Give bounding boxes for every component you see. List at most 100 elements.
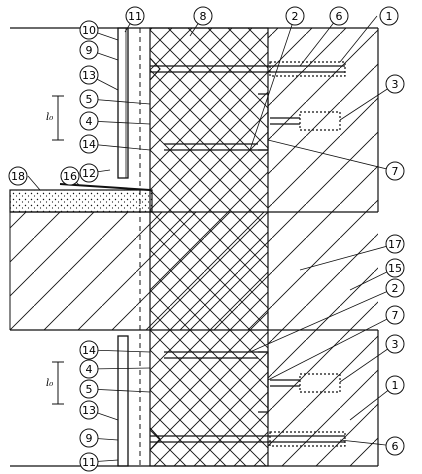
callout-number: 7 (392, 309, 399, 322)
callout-circle (79, 428, 99, 448)
callout-number: 3 (392, 338, 399, 351)
callout-number: 13 (82, 404, 96, 417)
cladding-lower (117, 335, 129, 467)
callout-number: 7 (392, 165, 399, 178)
callout-number: 14 (82, 138, 96, 151)
callout-c8: 8 (193, 6, 213, 26)
callout-circle (79, 111, 99, 131)
callout-circle (79, 163, 99, 183)
callout-c11a: 11 (125, 6, 145, 26)
concrete-wall-upper (268, 28, 379, 212)
callout-c18: 18 (8, 166, 28, 186)
callout-number: 3 (392, 78, 399, 91)
callout-circle (385, 278, 405, 298)
callout-number: 14 (82, 344, 96, 357)
callout-number: 1 (386, 10, 393, 23)
callout-c17: 17 (385, 234, 405, 254)
callout-c2b: 2 (385, 278, 405, 298)
callout-c9b: 9 (79, 428, 99, 448)
callout-c14a: 14 (79, 134, 99, 154)
callout-circle (379, 6, 399, 26)
callout-c1b: 1 (385, 375, 405, 395)
callout-circle (79, 400, 99, 420)
callout-number: 10 (82, 24, 96, 37)
callout-circle (385, 161, 405, 181)
callout-c13b: 13 (79, 400, 99, 420)
callout-c16: 16 (60, 166, 80, 186)
callout-number: 2 (292, 10, 299, 23)
callout-circle (329, 6, 349, 26)
callout-c4a: 4 (79, 111, 99, 131)
insulation-layer (149, 27, 269, 467)
callout-c5a: 5 (79, 89, 99, 109)
callout-circle (8, 166, 28, 186)
balcony-screed (9, 183, 153, 213)
callout-c7b: 7 (385, 305, 405, 325)
callout-c3b: 3 (385, 334, 405, 354)
callout-circle (385, 334, 405, 354)
callout-c5b: 5 (79, 379, 99, 399)
callout-circle (79, 452, 99, 472)
callout-circle (285, 6, 305, 26)
callout-number: 6 (392, 440, 399, 453)
callout-circle (79, 340, 99, 360)
callout-c11b: 11 (79, 452, 99, 472)
callout-number: 18 (11, 170, 25, 183)
callout-circle (79, 134, 99, 154)
callout-number: 9 (86, 432, 93, 445)
callout-circle (385, 305, 405, 325)
callout-c2a: 2 (285, 6, 305, 26)
callout-circle (385, 234, 405, 254)
callout-circle (79, 89, 99, 109)
callout-circle (79, 65, 99, 85)
callout-number: 11 (82, 456, 96, 469)
concrete-wall-lower (268, 330, 379, 466)
callout-circle (385, 74, 405, 94)
callout-number: 5 (86, 383, 93, 396)
callout-number: 12 (82, 167, 96, 180)
callout-number: 11 (128, 10, 142, 23)
callout-number: 4 (86, 363, 93, 376)
callout-c14b: 14 (79, 340, 99, 360)
anchors-lower (149, 351, 346, 451)
callout-c6a: 6 (329, 6, 349, 26)
dim-upper (52, 95, 64, 141)
callout-c10: 10 (79, 20, 99, 40)
callout-number: 15 (388, 262, 402, 275)
dim-lower (52, 361, 64, 405)
callout-circle (79, 359, 99, 379)
callout-circle (125, 6, 145, 26)
cladding-upper (117, 27, 129, 179)
callout-circle (79, 20, 99, 40)
callout-number: 13 (82, 69, 96, 82)
dim-label-upper: l₀ (46, 112, 53, 123)
callout-c3a: 3 (385, 74, 405, 94)
callout-c12: 12 (79, 163, 99, 183)
callout-circle (385, 375, 405, 395)
callout-c13a: 13 (79, 65, 99, 85)
callout-c1a: 1 (379, 6, 399, 26)
callout-number: 4 (86, 115, 93, 128)
callout-circle (385, 258, 405, 278)
callout-circle (79, 40, 99, 60)
callout-circle (60, 166, 80, 186)
callout-number: 8 (200, 10, 207, 23)
callout-circle (193, 6, 213, 26)
callout-c15: 15 (385, 258, 405, 278)
callout-circle (385, 436, 405, 456)
callout-number: 2 (392, 282, 399, 295)
callout-circle (79, 379, 99, 399)
anchors-upper (149, 57, 346, 151)
callout-number: 6 (336, 10, 343, 23)
callout-number: 16 (63, 170, 77, 183)
callout-c6b: 6 (385, 436, 405, 456)
callout-number: 17 (388, 238, 402, 251)
callout-number: 9 (86, 44, 93, 57)
callout-c7a: 7 (385, 161, 405, 181)
callout-number: 5 (86, 93, 93, 106)
callout-c9a: 9 (79, 40, 99, 60)
dim-label-lower: l₀ (46, 378, 53, 389)
